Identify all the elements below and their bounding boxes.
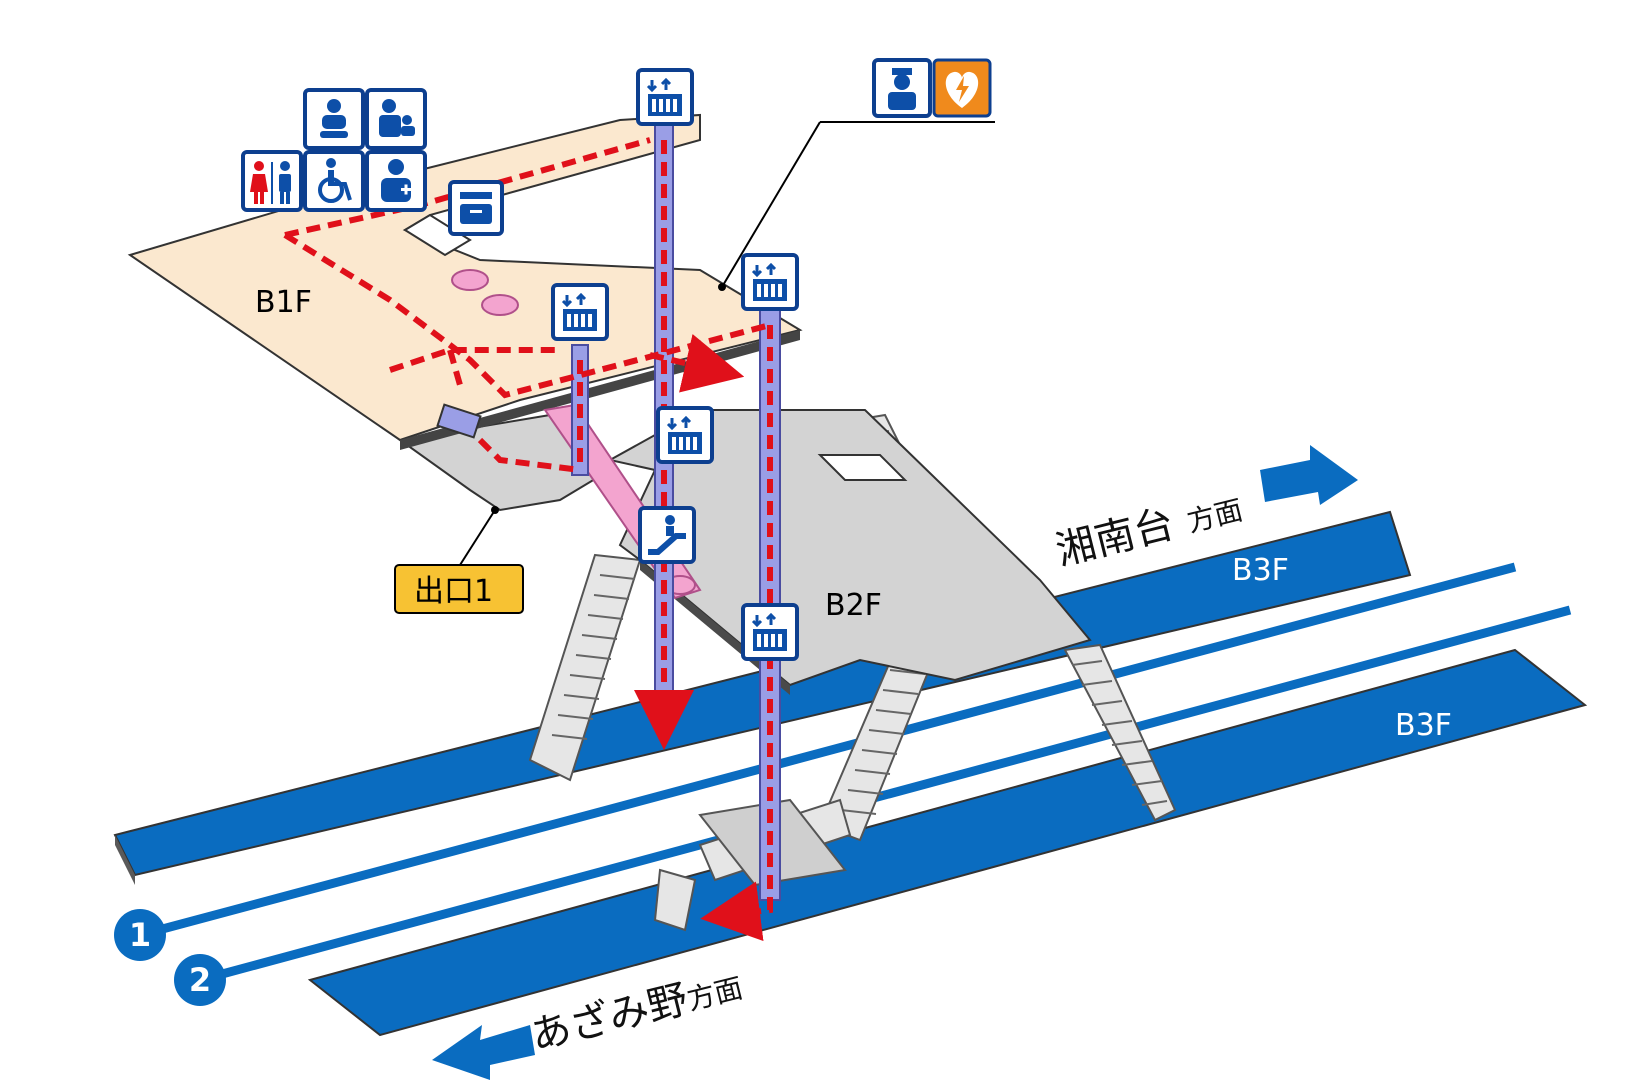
stairs-right — [1063, 643, 1177, 822]
first-aid-icon — [365, 150, 427, 212]
track-number: 1 — [129, 916, 151, 954]
direction-up-name: 湘南台 — [1051, 501, 1179, 575]
floor-label-b2: B2F — [825, 588, 882, 623]
locker-icon — [448, 180, 504, 236]
aed-icon — [932, 58, 992, 118]
direction-up-suffix: 方面 — [1184, 493, 1246, 539]
exit-1-label: 出口1 — [394, 506, 524, 614]
track-badge-1: 1 — [114, 909, 166, 961]
baby-care-icon — [303, 88, 365, 150]
track-number: 2 — [189, 961, 211, 999]
track-badge-2: 2 — [174, 954, 226, 1006]
floor-label-b3-upper: B3F — [1232, 553, 1289, 588]
direction-down-suffix: 方面 — [684, 971, 746, 1017]
elevator-icon — [741, 603, 799, 661]
elevator-icon — [636, 68, 694, 126]
track-lines — [138, 562, 1572, 985]
floor-label-b1: B1F — [255, 285, 312, 320]
elevator-icon — [656, 406, 714, 464]
elevator-icon — [741, 253, 799, 311]
stairs-left — [528, 553, 642, 782]
escalator-icon — [638, 506, 696, 564]
restroom-icon — [241, 150, 303, 212]
nursing-room-icon — [365, 88, 427, 150]
ticket-gate — [436, 403, 482, 439]
exit-1-text: 出口1 — [414, 574, 493, 609]
staff-aed-callout — [718, 121, 995, 291]
elevator-icon — [551, 283, 609, 341]
accessible-icon — [303, 150, 365, 212]
floor-label-b3-lower: B3F — [1395, 708, 1452, 743]
station-staff-icon — [872, 58, 932, 118]
